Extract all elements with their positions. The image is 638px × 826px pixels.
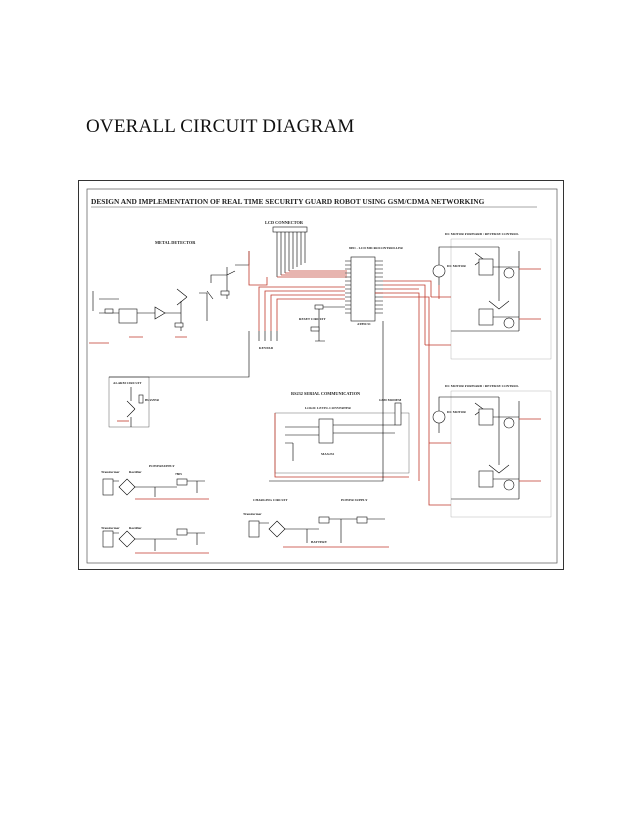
circuit-diagram-figure: DESIGN AND IMPLEMENTATION OF REAL TIME S… — [78, 180, 564, 570]
svg-text:CHARGING CIRCUIT: CHARGING CIRCUIT — [253, 498, 288, 502]
svg-text:RS232 SERIAL COMMUNICATION: RS232 SERIAL COMMUNICATION — [291, 391, 361, 396]
svg-text:7805: 7805 — [175, 472, 182, 476]
svg-text:POWERSUPPLY: POWERSUPPLY — [149, 464, 175, 468]
svg-text:AT89C51: AT89C51 — [357, 322, 371, 326]
svg-text:Transformer: Transformer — [101, 470, 120, 474]
svg-text:Transformer: Transformer — [243, 512, 262, 516]
serial-communication: RS232 SERIAL COMMUNICATION LOGIC LEVEL C… — [269, 292, 420, 482]
svg-text:DC MOTOR: DC MOTOR — [447, 410, 466, 414]
motor-control-lower: DC MOTOR FORWARD / REVERSE CONTROL DC MO… — [383, 288, 552, 518]
circuit-schematic: DESIGN AND IMPLEMENTATION OF REAL TIME S… — [86, 188, 558, 564]
svg-text:BATTERY: BATTERY — [311, 540, 328, 544]
page-heading: OVERALL CIRCUIT DIAGRAM — [86, 116, 355, 137]
alarm-circuit: ALARM CIRCUIT BUZZER — [108, 331, 250, 428]
svg-text:POWER SUPPLY: POWER SUPPLY — [341, 498, 368, 502]
power-supply-1: POWERSUPPLY Transformer Rectifier 7805 — [101, 464, 209, 500]
svg-text:LCD CONNECTOR: LCD CONNECTOR — [265, 220, 304, 225]
charging-circuit: CHARGING CIRCUIT POWER SUPPLY Transforme… — [243, 498, 389, 548]
schematic-inner-frame — [86, 188, 558, 564]
svg-text:GSM MODEM: GSM MODEM — [379, 398, 402, 402]
svg-text:METAL DETECTOR: METAL DETECTOR — [155, 240, 196, 245]
svg-text:MAX232: MAX232 — [321, 452, 334, 456]
motor-control-upper: DC MOTOR FORWARD / REVERSE CONTROL DC MO… — [383, 232, 552, 360]
microcontroller: 8051 - LCD MICROCONTROLLER AT89C51 — [345, 246, 403, 326]
keypad: KEYPAD — [258, 286, 345, 350]
svg-text:Rectifier: Rectifier — [129, 470, 142, 474]
svg-text:LOGIC LEVEL CONVERTER: LOGIC LEVEL CONVERTER — [305, 406, 351, 410]
svg-text:DC MOTOR FORWARD / REVERSE CON: DC MOTOR FORWARD / REVERSE CONTROL — [445, 384, 519, 388]
svg-text:KEYPAD: KEYPAD — [259, 346, 274, 350]
power-supply-lower-left: Transformer Rectifier — [101, 526, 209, 554]
svg-text:DC MOTOR: DC MOTOR — [447, 264, 466, 268]
schematic-title: DESIGN AND IMPLEMENTATION OF REAL TIME S… — [91, 197, 485, 206]
svg-text:8051 - LCD MICROCONTROLLER: 8051 - LCD MICROCONTROLLER — [349, 246, 403, 250]
svg-text:ALARM CIRCUIT: ALARM CIRCUIT — [113, 381, 142, 385]
metal-detector: METAL DETECTOR — [89, 240, 268, 344]
svg-text:Transformer: Transformer — [101, 526, 120, 530]
svg-text:BUZZER: BUZZER — [145, 398, 159, 402]
lcd-connector: LCD CONNECTOR — [265, 220, 347, 278]
svg-text:DC MOTOR FORWARD / REVERSE CON: DC MOTOR FORWARD / REVERSE CONTROL — [445, 232, 519, 236]
reset-circuit: RESET CIRCUIT — [299, 304, 345, 342]
svg-text:RESET CIRCUIT: RESET CIRCUIT — [299, 317, 326, 321]
svg-text:Rectifier: Rectifier — [129, 526, 142, 530]
